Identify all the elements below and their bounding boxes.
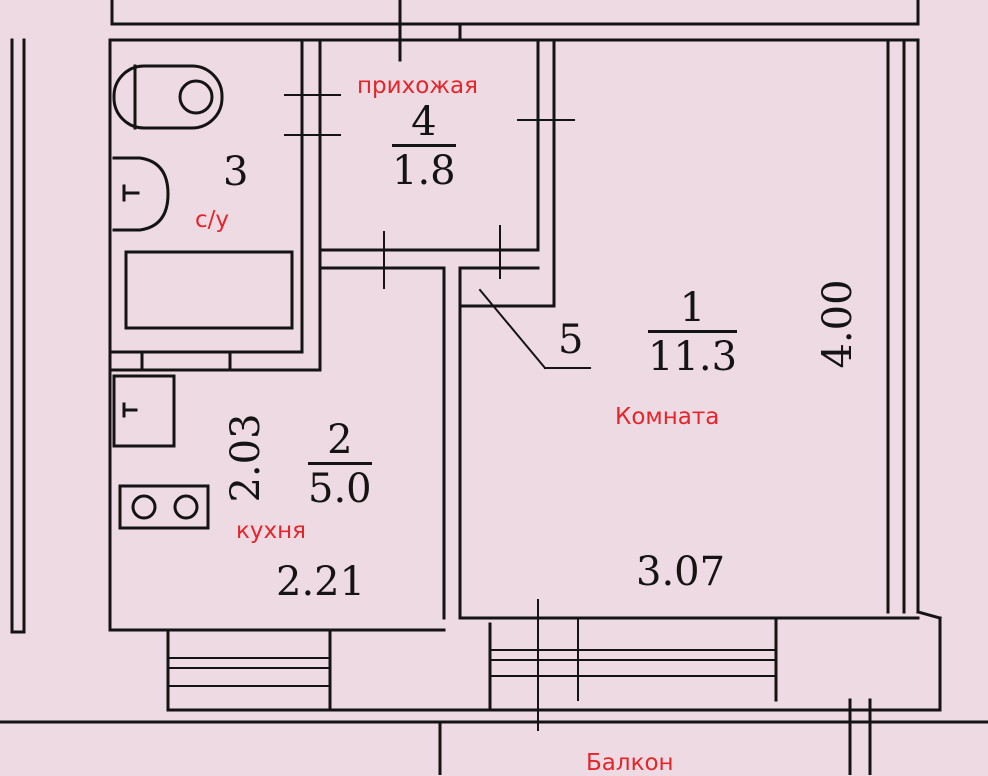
bathroom-walls	[110, 38, 341, 372]
balcony-name: Балкон	[586, 750, 674, 776]
kitchen-name: кухня	[236, 518, 306, 544]
left-exterior-wall	[10, 38, 26, 634]
kitchen-number: 2	[308, 420, 372, 465]
living-name: Комната	[615, 404, 720, 430]
bathroom-number: 3	[223, 149, 249, 195]
top-wall	[110, 0, 920, 62]
window-right	[489, 619, 777, 701]
toilet-tank-icon	[112, 64, 224, 130]
bottom-wall	[0, 599, 988, 775]
kitchen-sink-icon	[112, 374, 176, 448]
kitchen-length: 2.03	[223, 413, 269, 503]
right-exterior-wall	[886, 38, 920, 614]
bathroom-name: с/у	[195, 207, 230, 233]
living-number-area: 1 11.3	[648, 288, 738, 380]
living-width: 3.07	[636, 549, 726, 595]
hallway-number-area: 4 1.8	[392, 102, 456, 191]
hallway-name: прихожая	[357, 73, 478, 99]
hallway-area: 1.8	[392, 148, 456, 194]
kitchen-area: 5.0	[308, 466, 372, 512]
living-length: 4.00	[815, 279, 861, 369]
hallway-number: 4	[392, 102, 456, 147]
living-area: 11.3	[648, 334, 738, 380]
kitchen-partition	[442, 266, 462, 620]
kitchen-number-area: 2 5.0	[308, 420, 372, 509]
kitchen-width: 2.21	[276, 559, 366, 605]
hallway-walls	[318, 38, 575, 308]
sink-icon	[112, 156, 170, 232]
closet-leader	[478, 288, 591, 370]
closet-number: 5	[558, 317, 584, 363]
living-number: 1	[648, 288, 738, 333]
window-left	[167, 657, 331, 687]
stove-icon	[118, 484, 210, 530]
bathtub-icon	[124, 250, 294, 330]
